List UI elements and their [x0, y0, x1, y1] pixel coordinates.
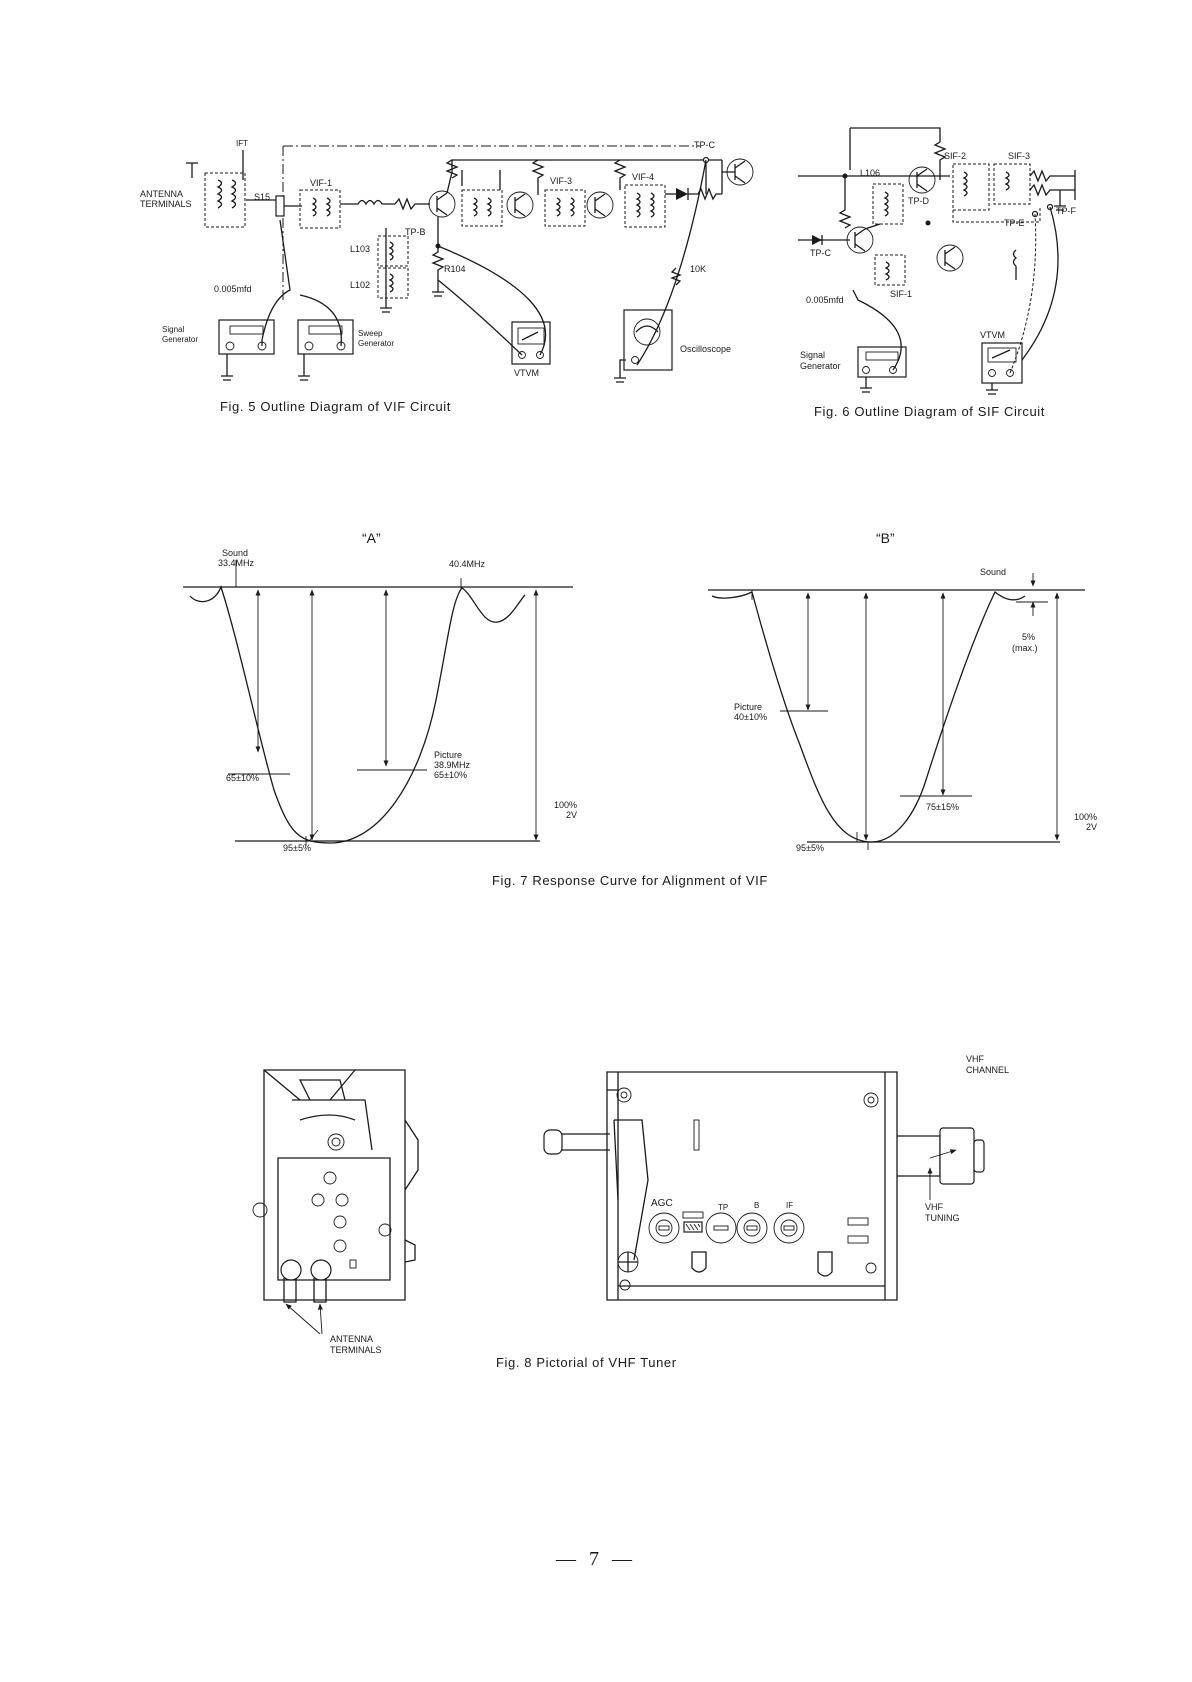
tp-adjust-control — [705, 1212, 737, 1244]
fig6-signal-gen-label-2: Generator — [800, 361, 841, 371]
fig8-caption: Fig. 8 Pictorial of VHF Tuner — [496, 1355, 677, 1370]
fig5-l103-label: L103 — [350, 244, 370, 254]
fig7-a-65-label: 65±10% — [226, 773, 259, 783]
fig7-a-picture-label-1: Picture — [434, 750, 462, 760]
fig5-ift-label: IFT — [236, 139, 248, 148]
fig7-b-5-label-1: 5% — [1022, 632, 1035, 642]
fig5-sweep-gen-label-1: Sweep — [358, 329, 383, 338]
fig7-b-5-label-2: (max.) — [1012, 643, 1038, 653]
fig7-b-75-label: 75±15% — [926, 802, 959, 812]
fig6-sif-circuit — [798, 127, 1076, 395]
fig6-tpe-label: TP-E — [1004, 218, 1025, 228]
fig6-tpc-label: TP-C — [810, 248, 831, 258]
fig6-vtvm-label: VTVM — [980, 330, 1005, 340]
fig5-s15-label: S15 — [254, 192, 270, 202]
fig7-b-100-label-2: 2V — [1086, 822, 1097, 832]
fig7-a-picture-label-2: 38.9MHz — [434, 760, 471, 770]
fig8-antenna-label-2: TERMINALS — [330, 1345, 382, 1355]
fig7-curve-b — [708, 573, 1085, 850]
fig5-vif1-label: VIF-1 — [310, 178, 332, 188]
fig7-curve-a — [183, 560, 573, 846]
fig7-caption: Fig. 7 Response Curve for Alignment of V… — [492, 873, 768, 888]
transistor-2 — [506, 191, 534, 219]
fig8-tuner-front-view — [543, 1071, 985, 1301]
fig5-r104-label: R104 — [444, 264, 466, 274]
fig6-transistor-upper — [908, 166, 936, 194]
fig7-a-sound-label-2: 33.4MHz — [218, 558, 255, 568]
signal-generator-fig5 — [218, 319, 275, 381]
fig6-vtvm — [981, 342, 1023, 395]
fig8-vhf-tuning-label-2: TUNING — [925, 1213, 960, 1223]
fig6-l106-label: L106 — [860, 168, 880, 178]
fig5-l102-label: L102 — [350, 280, 370, 290]
fig5-oscilloscope-label: Oscilloscope — [680, 344, 731, 354]
fig5-sweep-gen-label-2: Generator — [358, 339, 394, 348]
fig7-a-404-label: 40.4MHz — [449, 559, 486, 569]
fig5-vif4-label: VIF-4 — [632, 172, 654, 182]
fig7-a-100-label-1: 100% — [554, 800, 577, 810]
fig6-tpf-label: TP-F — [1056, 206, 1076, 216]
vtvm-fig5 — [511, 321, 551, 365]
fig6-transistor-lower — [846, 226, 874, 254]
fig7-a-95-label: 95±5% — [283, 843, 311, 853]
fig5-antenna-label-1: ANTENNA — [140, 189, 183, 199]
page-number: — 7 — — [556, 1548, 636, 1570]
transistor-3 — [586, 191, 614, 219]
fig6-cap-label: 0.005mfd — [806, 295, 844, 305]
fig6-sif3-label: SIF-3 — [1008, 151, 1030, 161]
vif1-transformer — [299, 189, 341, 229]
fig8-if-label: IF — [786, 1201, 793, 1210]
fig5-vtvm-label: VTVM — [514, 368, 539, 378]
curve-a-response — [189, 585, 526, 844]
fig7-b-95-label: 95±5% — [796, 843, 824, 853]
s15-test-point — [275, 195, 285, 217]
fig8-tp-label: TP — [718, 1203, 728, 1212]
fig7-b-sound-label: Sound — [980, 567, 1006, 577]
fig6-signal-gen-label-1: Signal — [800, 350, 825, 360]
fig8-vhf-channel-label-2: CHANNEL — [966, 1065, 1009, 1075]
fig8-tuner-side-view — [252, 1069, 419, 1335]
fig8-vhf-channel-label-1: VHF — [966, 1054, 985, 1064]
agc-adjust-control — [648, 1212, 680, 1244]
fig6-sif1-label: SIF-1 — [890, 289, 912, 299]
b-adjust-control — [736, 1212, 768, 1244]
fig6-signal-generator — [857, 346, 907, 393]
fig8-agc-label: AGC — [651, 1198, 673, 1209]
fig7-curve-b-title: “B” — [876, 530, 895, 546]
fig5-antenna-label-2: TERMINALS — [140, 199, 192, 209]
ift-transformer — [204, 150, 246, 228]
fig7-a-100-label-2: 2V — [566, 810, 577, 820]
fig5-vif3-label: VIF-3 — [550, 176, 572, 186]
fig6-caption: Fig. 6 Outline Diagram of SIF Circuit — [814, 404, 1045, 419]
transistor-1 — [428, 190, 456, 218]
fig6-transistor-third — [936, 244, 964, 272]
oscilloscope — [614, 309, 673, 383]
fig5-tpb-label: TP-B — [405, 227, 426, 237]
fig7-b-picture-label-1: Picture — [734, 702, 762, 712]
fig5-signal-gen-label-1: Signal — [162, 325, 184, 334]
fig7-a-sound-label-1: Sound — [222, 548, 248, 558]
fig6-sif2-label: SIF-2 — [944, 151, 966, 161]
fig5-signal-gen-label-2: Generator — [162, 335, 198, 344]
fig7-curve-a-title: “A” — [362, 530, 381, 546]
fig7-a-picture-label-3: 65±10% — [434, 770, 467, 780]
fig6-tpd-label: TP-D — [908, 196, 929, 206]
fig8-antenna-label-1: ANTENNA — [330, 1334, 373, 1344]
fig8-vhf-tuning-label-1: VHF — [925, 1202, 944, 1212]
fig5-vif-circuit — [186, 145, 754, 383]
fig5-tpc-label: TP-C — [694, 140, 715, 150]
sweep-generator — [297, 319, 354, 381]
fig5-10k-label: 10K — [690, 264, 706, 274]
fig7-b-100-label-1: 100% — [1074, 812, 1097, 822]
if-adjust-control — [773, 1212, 805, 1244]
fig7-b-picture-label-2: 40±10% — [734, 712, 767, 722]
fig8-b-label: B — [754, 1201, 759, 1210]
fig5-caption: Fig. 5 Outline Diagram of VIF Circuit — [220, 399, 451, 414]
curve-b-response — [711, 590, 1026, 843]
fig5-cap-label: 0.005mfd — [214, 284, 252, 294]
